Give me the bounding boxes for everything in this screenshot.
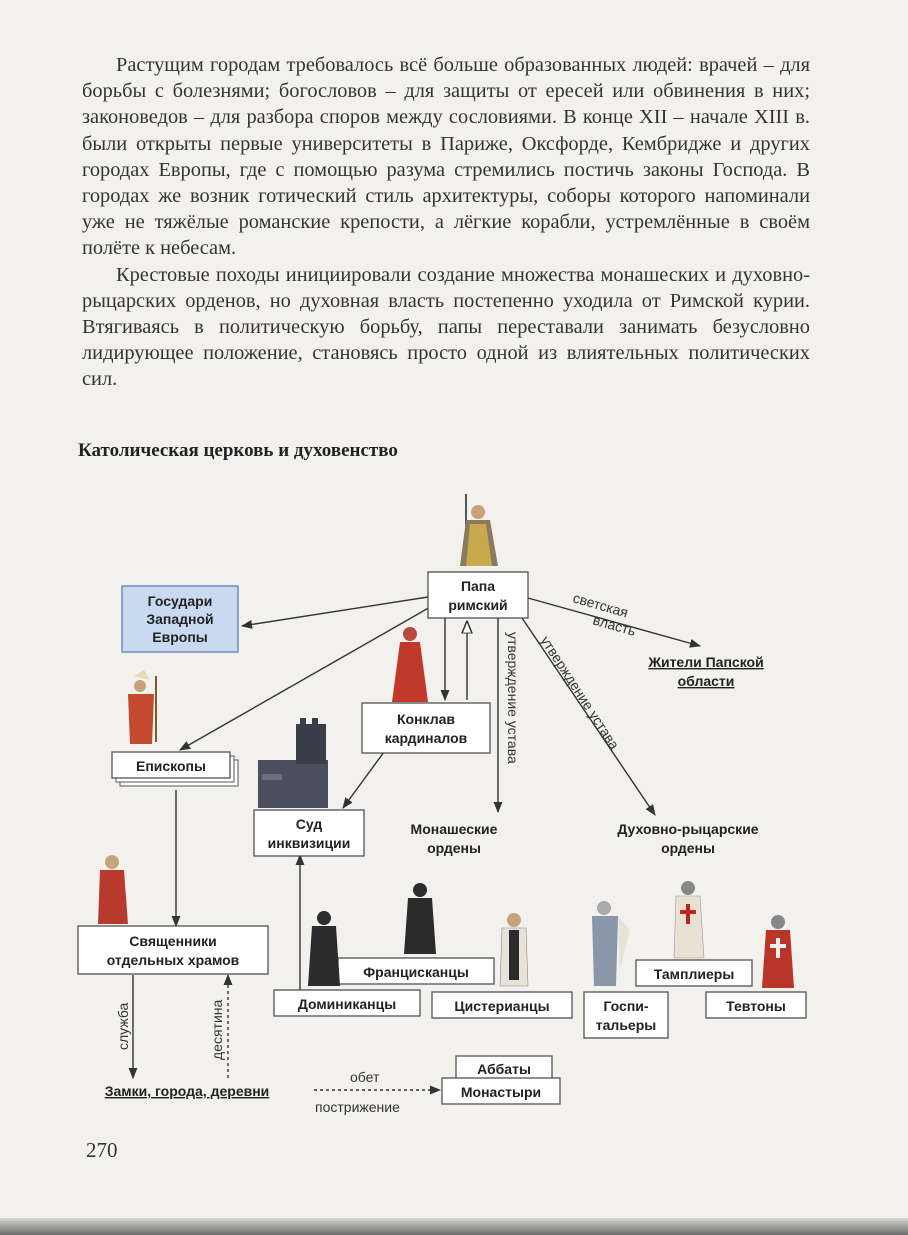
priests-label-2: отдельных храмов	[107, 952, 240, 968]
page-number: 270	[86, 1138, 118, 1162]
body-text: Растущим городам требовалось всё больше …	[82, 52, 810, 393]
inquisition-label-1: Суд	[296, 816, 323, 832]
conclave-label-2: кардиналов	[385, 730, 468, 746]
page-edge-shadow	[0, 1218, 908, 1235]
hospitallers-label-2: тальеры	[596, 1017, 656, 1033]
edge-pope-sovereigns	[240, 596, 429, 629]
cistercians-label: Цистерианцы	[454, 998, 549, 1014]
residents-label-1: Жители Папской	[647, 654, 763, 670]
conclave-label-1: Конклав	[397, 711, 455, 727]
templars-label: Тамплиеры	[654, 966, 735, 982]
section-heading: Католическая церковь и духовенство	[78, 440, 398, 461]
edge-label-tonsure: пострижение	[315, 1099, 400, 1115]
inquisition-label-2: инквизиции	[268, 835, 351, 851]
inquisition-box	[253, 809, 365, 857]
cistercian-monk-icon	[499, 913, 529, 987]
edges	[128, 596, 702, 1095]
conclave-box	[361, 702, 491, 754]
cistercians-box	[431, 991, 573, 1019]
monasteries-label: Монастыри	[461, 1084, 541, 1100]
inquisition-tower-icon	[258, 718, 328, 808]
monastic-label-2: ордены	[427, 840, 481, 856]
franciscan-monk-icon	[404, 883, 436, 954]
figure-illustrations	[98, 494, 794, 988]
edge-pope-knight	[519, 614, 656, 816]
residents-label-2: области	[678, 673, 735, 689]
edge-pope-bishops	[179, 605, 433, 751]
paragraph-2: Крестовые походы инициировали создание м…	[82, 263, 810, 391]
hospitaller-knight-icon	[592, 901, 630, 986]
dominicans-box	[273, 989, 421, 1017]
templars-box	[635, 959, 753, 987]
sovereigns-label-2: Западной	[146, 611, 213, 627]
franciscans-label: Францисканцы	[363, 964, 469, 980]
sovereigns-label-3: Европы	[152, 629, 207, 645]
teutonic-knight-icon	[762, 915, 794, 988]
edge-pope-residents	[527, 597, 702, 648]
pope-label-2: римский	[448, 597, 507, 613]
knight-label-1: Духовно-рыцарские	[617, 821, 758, 837]
monastic-label-1: Монашеские	[411, 821, 498, 837]
edge-label-service: служба	[115, 1002, 131, 1050]
dominican-monk-icon	[308, 911, 340, 986]
pope-box	[427, 571, 529, 619]
teutons-label: Тевтоны	[726, 998, 786, 1014]
edge-label-approval-knight: утверждение устава	[537, 633, 622, 752]
abbots-box	[455, 1055, 553, 1081]
hospitallers-label-1: Госпи-	[603, 998, 648, 1014]
edge-label-tithe: десятина	[209, 1000, 225, 1061]
edge-conclave-inquisition	[342, 751, 385, 809]
franciscans-box	[337, 957, 495, 985]
sovereigns-label-1: Государи	[148, 593, 213, 609]
dominicans-label: Доминиканцы	[298, 996, 396, 1012]
knight-label-2: ордены	[661, 840, 715, 856]
paragraph-1: Растущим городам требовалось всё больше …	[82, 54, 810, 260]
edge-label-vow: обет	[350, 1069, 380, 1085]
priests-label-1: Священники	[129, 933, 216, 949]
bishops-label: Епископы	[136, 758, 206, 774]
monasteries-box	[441, 1077, 561, 1105]
hospitallers-box	[583, 991, 669, 1039]
bishops-box	[111, 751, 231, 779]
teutons-box	[705, 991, 807, 1019]
castles-label: Замки, города, деревни	[105, 1083, 270, 1099]
priests-box	[77, 925, 269, 975]
sovereigns-box	[121, 585, 239, 653]
pope-label-1: Папа	[461, 578, 495, 594]
cardinal-figure-icon	[392, 627, 428, 702]
pope-figure-icon	[460, 494, 498, 566]
bishop-figure-icon	[128, 670, 157, 744]
templar-knight-icon	[673, 881, 705, 959]
abbots-label: Аббаты	[477, 1061, 531, 1077]
priest-figure-icon	[98, 855, 128, 924]
edge-label-approval-monastic: утверждение устава	[505, 632, 521, 764]
